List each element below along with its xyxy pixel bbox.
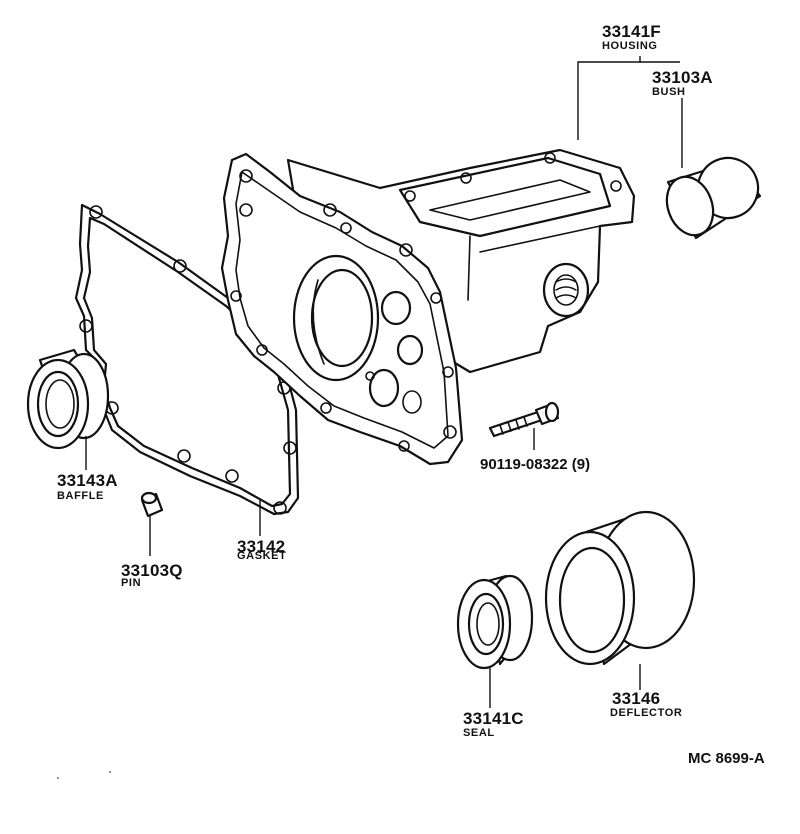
seal-part-number: 33141C: [463, 709, 524, 728]
gasket-part-number: 33142: [237, 537, 286, 556]
housing-part-number: 33141F: [602, 22, 661, 41]
deflector-part-number: 33146: [612, 689, 661, 708]
deflector-part-name: DEFLECTOR: [610, 707, 683, 719]
housing-part-name: HOUSING: [602, 40, 658, 52]
pin-part-name: PIN: [121, 577, 142, 589]
baffle-part-name: BAFFLE: [57, 490, 104, 502]
pin-part-number: 33103Q: [121, 561, 183, 580]
seal-part-name: SEAL: [463, 727, 495, 739]
bush-part-number: 33103A: [652, 68, 713, 87]
bolt-drawing: [488, 401, 560, 438]
gasket-part-name: GASKET: [237, 550, 287, 562]
bush-drawing: [665, 156, 762, 240]
diagram-reference-code: MC 8699-A: [688, 750, 765, 767]
bush-part-name: BUSH: [652, 86, 686, 98]
pin-drawing: [140, 491, 164, 518]
bolt-part-number: 90119-08322 (9): [480, 456, 591, 473]
leader-lines: [85, 56, 683, 708]
baffle-drawing: [26, 348, 110, 450]
seal-drawing: [456, 574, 534, 670]
deflector-drawing: [544, 510, 696, 666]
housing-drawing: [220, 148, 636, 466]
baffle-part-number: 33143A: [57, 471, 118, 490]
